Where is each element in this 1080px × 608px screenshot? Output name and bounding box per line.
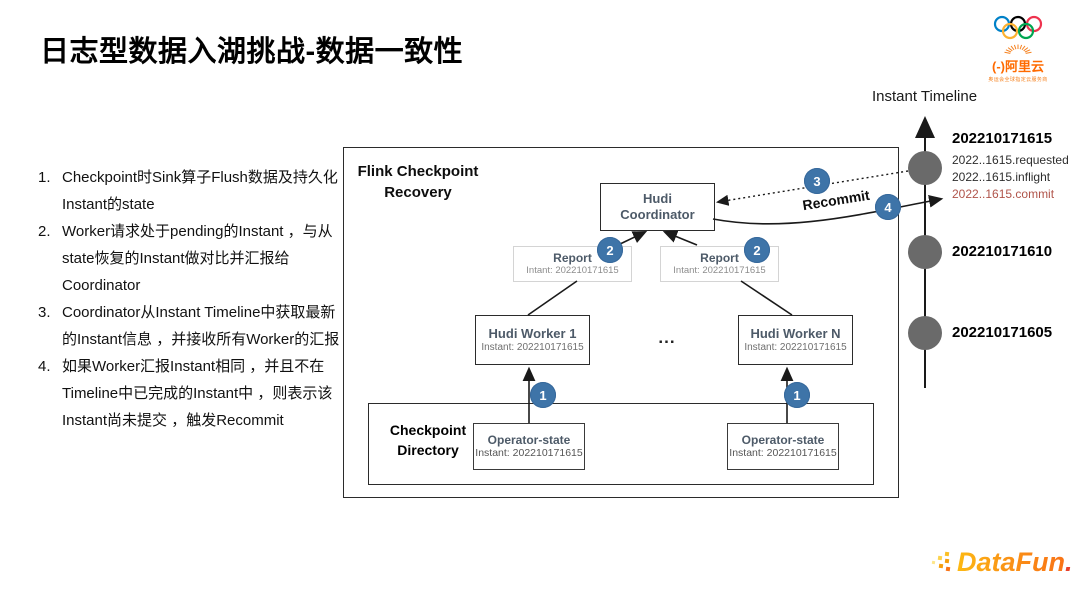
worker-instant: Instant: 202210171615 [744,342,847,353]
operator-state-title: Operator-state [741,433,825,447]
hudi-coordinator-node: Hudi Coordinator [600,183,715,231]
report-title: Report [553,251,592,265]
report-instant: Intant: 202210171615 [526,265,619,276]
datafun-dot: . [1065,547,1073,577]
operator-state-title: Operator-state [487,433,571,447]
datafun-wordmark: DataFun [957,547,1065,577]
step-badge-1-left: 1 [530,382,556,408]
page-title: 日志型数据入湖挑战-数据一致性 [40,36,464,68]
checkpoint-directory-label: Checkpoint Directory [389,422,467,458]
timeline-states: 2022..1615.requested 2022..1615.inflight… [952,152,1069,203]
notes-list: 1. Checkpoint时Sink算子Flush数据及持久化Instant的s… [38,164,342,434]
alibaba-cloud-tagline: 奥运会全球指定云服务商 [988,77,1048,83]
list-item: 2. Worker请求处于pending的Instant ，与从state恢复的… [38,218,342,299]
step-badge-2-left: 2 [597,237,623,263]
frame-title: Flink Checkpoint Recovery [357,163,479,201]
list-item: 1. Checkpoint时Sink算子Flush数据及持久化Instant的s… [38,164,342,218]
checkpoint-directory-frame [368,403,874,485]
list-item-text: Coordinator从Instant Timeline中获取最新的Instan… [62,304,340,348]
hudi-worker-n-node: Hudi Worker N Instant: 202210171615 [738,315,853,365]
report-title: Report [700,251,739,265]
list-item: 4. 如果Worker汇报Instant相同 ，并且不在Timeline中已完成… [38,353,342,434]
step-badge-2-right: 2 [744,237,770,263]
operator-state-node-left: Operator-state Instant: 202210171615 [473,423,585,470]
step-badge-3: 3 [804,168,830,194]
list-item-text: 如果Worker汇报Instant相同 ，并且不在Timeline中已完成的In… [62,358,333,429]
operator-state-instant: Instant: 202210171615 [475,447,583,459]
list-item-number: 3. [38,304,51,321]
arrow-report-left-coordinator [617,230,648,246]
datafun-logo: DataFun. [930,547,1073,578]
list-item-number: 1. [38,169,51,186]
edge-worker1-report [527,280,578,316]
worker-title: Hudi Worker N [750,326,841,341]
report-instant: Intant: 202210171615 [673,265,766,276]
hudi-worker-1-node: Hudi Worker 1 Instant: 202210171615 [475,315,590,365]
timeline-node-1605 [908,316,942,350]
timeline-ts-1610: 202210171610 [952,243,1053,260]
operator-state-node-right: Operator-state Instant: 202210171615 [727,423,839,470]
timeline-title: Instant Timeline [872,88,978,105]
step-badge-4: 4 [875,194,901,220]
alibaba-cloud-olympic-logo: (-)阿里云 奥运会全球指定云服务商 [963,14,1073,83]
worker-instant: Instant: 202210171615 [481,342,584,353]
olympic-rings-icon [987,14,1049,42]
arrow-recommit [712,194,944,225]
timeline-state-inflight: 2022..1615.inflight [952,170,1051,184]
timeline-ts-1605: 202210171605 [952,324,1053,341]
list-item-number: 4. [38,358,51,375]
list-item: 3. Coordinator从Instant Timeline中获取最新的Ins… [38,299,342,353]
operator-state-instant: Instant: 202210171615 [729,447,837,459]
timeline-state-commit: 2022..1615.commit [952,187,1055,201]
datafun-dots-icon [930,550,954,576]
rays-icon [973,42,1063,55]
edge-workern-report [740,280,793,316]
step-badge-1-right: 1 [784,382,810,408]
list-item-text: Worker请求处于pending的Instant ，与从state恢复的Ins… [62,223,333,294]
list-item-text: Checkpoint时Sink算子Flush数据及持久化Instant的stat… [62,169,338,213]
arrow-report-right-coordinator [662,230,698,246]
timeline-node-1610 [908,235,942,269]
timeline-ts-1615: 202210171615 [952,130,1053,147]
timeline-state-requested: 2022..1615.requested [952,153,1069,167]
worker-title: Hudi Worker 1 [488,326,577,341]
alibaba-cloud-wordmark: (-)阿里云 [992,59,1044,74]
list-item-number: 2. [38,223,51,240]
workers-ellipsis: ... [658,328,676,347]
timeline-node-1615 [908,151,942,185]
